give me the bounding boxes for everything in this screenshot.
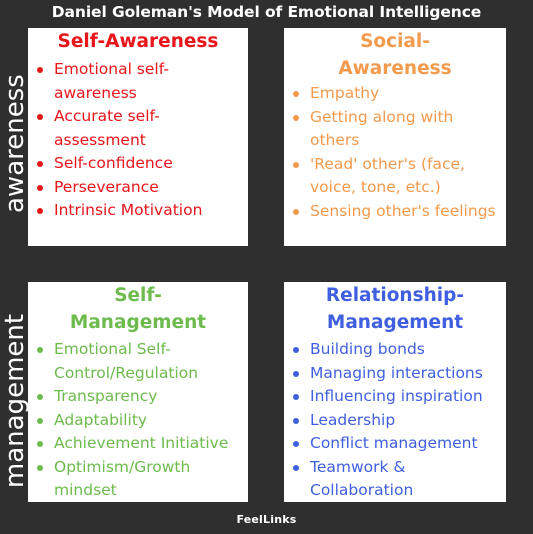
quadrant-title-line: Management [326, 312, 464, 333]
list-item: Sensing other's feelings [293, 200, 502, 224]
quadrant-title-line: Management [69, 312, 207, 333]
row-label-management: management [0, 313, 30, 489]
list-item: 'Read' other's (face, voice, tone, etc.) [293, 153, 502, 200]
list-item: Achievement Initiative [37, 432, 244, 456]
list-item: Transparency [37, 385, 244, 409]
quadrant-title-line: Self- [114, 285, 162, 306]
list-item: Managing interactions [293, 362, 502, 386]
quadrant-self-awareness: Self-Awareness Emotional self-awareness … [28, 28, 248, 246]
list-item: Conflict management [293, 432, 502, 456]
list-item: Optimism/Growth mindset [37, 456, 244, 503]
quadrant-title: Self- Management [28, 282, 248, 336]
page-title: Daniel Goleman's Model of Emotional Inte… [51, 3, 482, 21]
quadrant-title-line: Social- [360, 31, 430, 52]
list-item: Accurate self-assessment [37, 105, 244, 152]
list-item: Emotional self-awareness [37, 58, 244, 105]
list-item: Adaptability [37, 409, 244, 433]
list-item: Influencing inspiration [293, 385, 502, 409]
list-item: Perseverance [37, 176, 244, 200]
quadrant-relationship-management: Relationship- Management Building bonds … [284, 282, 506, 502]
quadrant-list: Empathy Getting along with others 'Read'… [284, 82, 506, 223]
list-item: Empathy [293, 82, 502, 106]
list-item: Teamwork & Collaboration [293, 456, 502, 503]
list-item: Getting along with others [293, 106, 502, 153]
quadrant-title-line: Awareness [338, 58, 452, 79]
quadrant-title: Relationship- Management [284, 282, 506, 336]
quadrant-title: Self-Awareness [28, 28, 248, 55]
quadrant-list: Building bonds Managing interactions Inf… [284, 338, 506, 502]
list-item: Building bonds [293, 338, 502, 362]
list-item: Intrinsic Motivation [37, 199, 244, 223]
quadrant-social-awareness: Social- Awareness Empathy Getting along … [284, 28, 506, 246]
list-item: Leadership [293, 409, 502, 433]
quadrant-title-line: Self-Awareness [57, 31, 219, 52]
brand-logo: FeelLinks [236, 513, 297, 526]
quadrant-list: Emotional Self-Control/Regulation Transp… [28, 338, 248, 502]
quadrant-list: Emotional self-awareness Accurate self-a… [28, 58, 248, 223]
quadrant-self-management: Self- Management Emotional Self-Control/… [28, 282, 248, 502]
row-label-awareness: awareness [0, 74, 30, 213]
quadrant-title-line: Relationship- [325, 285, 465, 306]
list-item: Self-confidence [37, 152, 244, 176]
quadrant-title: Social- Awareness [284, 28, 506, 82]
list-item: Emotional Self-Control/Regulation [37, 338, 244, 385]
